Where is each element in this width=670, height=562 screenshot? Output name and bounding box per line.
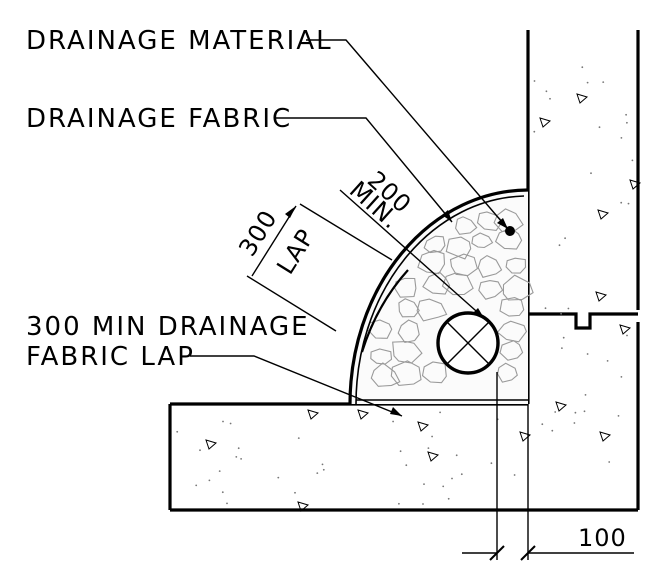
dimension-offset: 100 bbox=[462, 372, 634, 561]
leader-fabric-lap bbox=[190, 355, 403, 417]
lap-dimension-value: 300 bbox=[233, 205, 283, 261]
drainage-fabric bbox=[348, 188, 529, 405]
concrete-hatch bbox=[176, 66, 642, 512]
aggregate-stones bbox=[367, 208, 534, 387]
fabric-lap-label-line2: FABRIC LAP bbox=[26, 342, 195, 372]
leader-drainage-fabric bbox=[276, 117, 453, 223]
offset-dimension-value: 100 bbox=[578, 524, 627, 552]
concrete-wall bbox=[526, 30, 640, 510]
drainage-material-label: DRAINAGE MATERIAL bbox=[26, 26, 333, 56]
lap-dimension-note: LAP bbox=[271, 224, 320, 279]
concrete-footing bbox=[168, 402, 638, 512]
drain-pipe bbox=[436, 311, 500, 375]
drainage-fabric-label: DRAINAGE FABRIC bbox=[26, 104, 292, 134]
fabric-lap-label-line1: 300 MIN DRAINAGE bbox=[26, 312, 310, 342]
leader-drainage-material bbox=[306, 39, 509, 230]
